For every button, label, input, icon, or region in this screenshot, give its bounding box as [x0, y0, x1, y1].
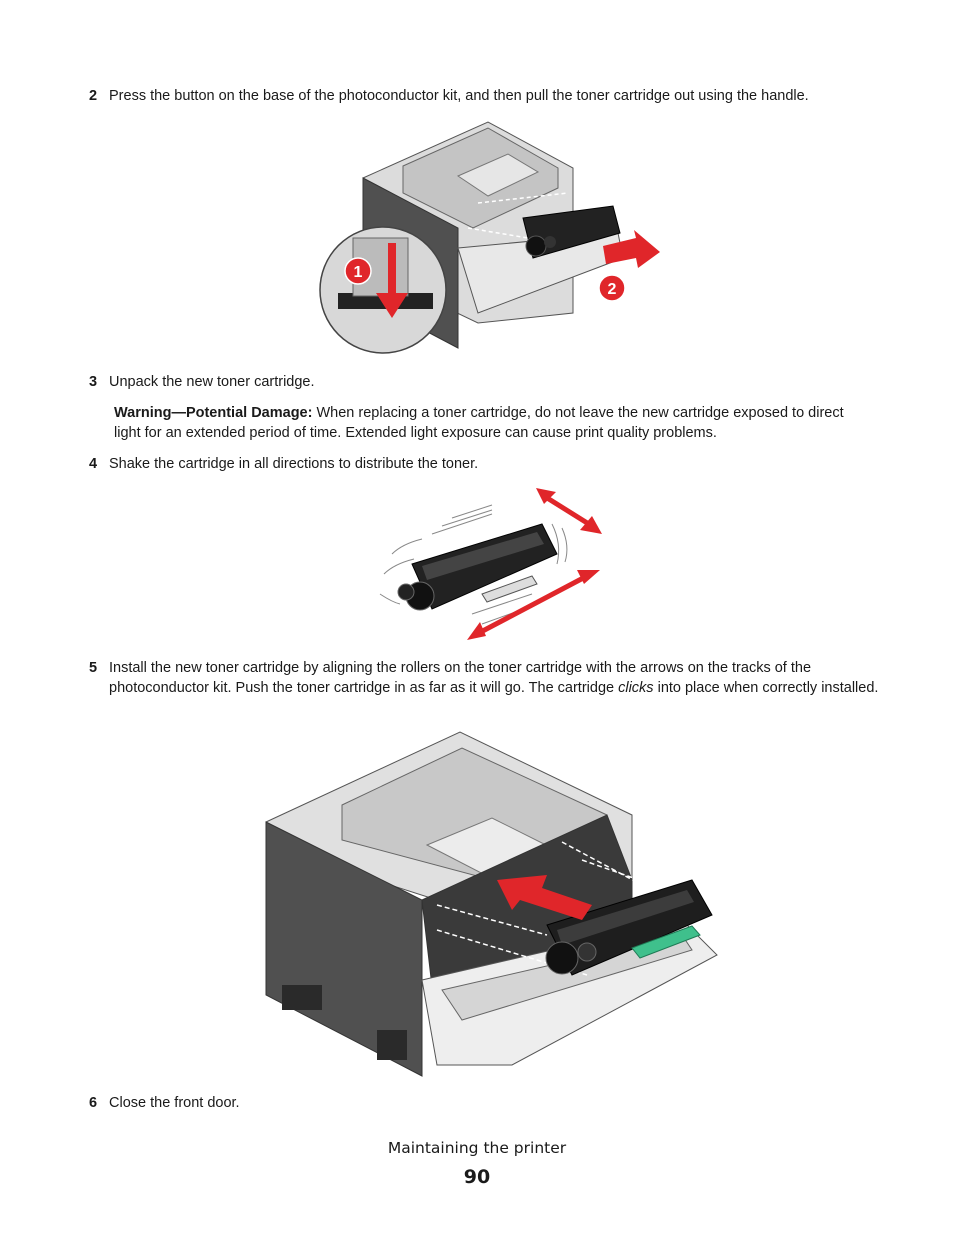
svg-text:1: 1	[354, 264, 363, 281]
warning-label: Warning—Potential Damage:	[114, 405, 313, 421]
step-text: Unpack the new toner cartridge.	[109, 374, 315, 390]
toner-cartridge	[522, 205, 621, 259]
footer-section-title: Maintaining the printer	[387, 1139, 567, 1157]
figure-install-cartridge	[265, 731, 718, 1077]
step-text: Install the new toner cartridge by align…	[109, 660, 879, 696]
step-text: Shake the cartridge in all directions to…	[109, 456, 479, 472]
step-text: Close the front door.	[109, 1095, 240, 1111]
step-number: 6	[89, 1095, 98, 1111]
insert-arrow	[497, 875, 592, 920]
shake-arrow-lower	[467, 570, 600, 640]
callout-2: 2	[598, 274, 626, 302]
step-number: 4	[89, 456, 98, 472]
toner-cartridge	[545, 879, 713, 976]
page-number: 90	[463, 1166, 491, 1188]
step-number: 3	[89, 374, 98, 390]
step-number: 2	[89, 88, 98, 104]
step-number: 5	[89, 660, 98, 676]
warning-note: Warning—Potential Damage: When replacing…	[114, 403, 874, 443]
svg-text:2: 2	[608, 281, 617, 298]
warning-text: When replacing a toner cartridge, do not…	[114, 405, 844, 441]
zoom-inset	[319, 226, 447, 354]
step-text: Press the button on the base of the phot…	[109, 88, 809, 104]
figure-remove-toner: 1 2	[319, 121, 660, 354]
shake-arrow-upper	[536, 488, 602, 534]
figure-shake-cartridge	[379, 488, 602, 640]
callout-1: 1	[344, 257, 372, 285]
pull-arrow	[603, 230, 660, 268]
